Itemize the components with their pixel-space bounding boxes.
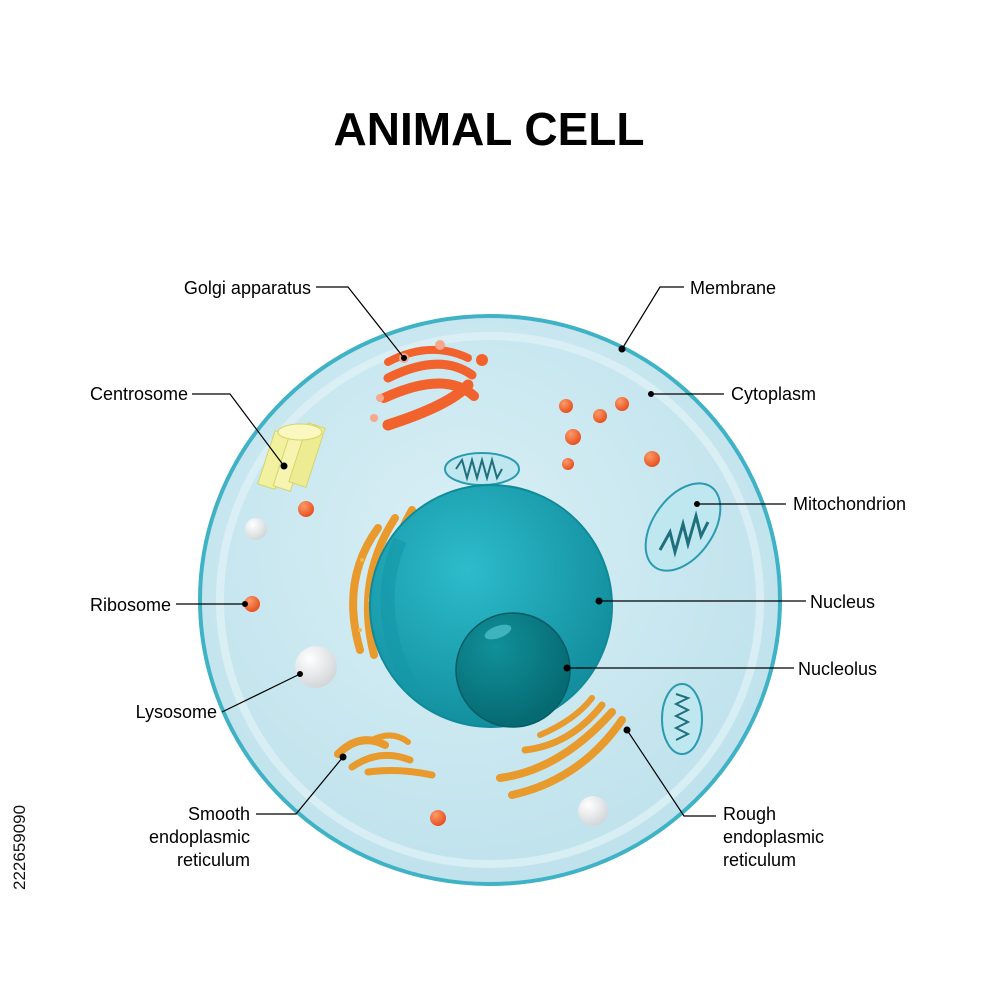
stock-id: 222659090 — [10, 805, 29, 890]
label-mitochondrion: Mitochondrion — [793, 494, 906, 514]
rough-er-right — [496, 695, 626, 799]
leader-lines — [176, 286, 806, 817]
lysosomes — [245, 518, 608, 826]
label-lysosome: Lysosome — [136, 702, 217, 722]
label-rough-er-1: Rough — [723, 804, 776, 824]
smooth-er — [334, 732, 436, 779]
label-smooth-er-1: Smooth — [188, 804, 250, 824]
mitochondrion-right — [644, 482, 722, 572]
mitochondrion-top — [444, 452, 520, 486]
nucleolus-highlight — [484, 624, 512, 640]
label-golgi: Golgi apparatus — [184, 278, 311, 298]
ribosome — [244, 596, 260, 612]
label-nucleolus: Nucleolus — [798, 659, 877, 679]
label-nucleus: Nucleus — [810, 592, 875, 612]
label-centrosome: Centrosome — [90, 384, 188, 404]
mitochondrion-lower — [661, 683, 703, 755]
nucleolus — [455, 612, 571, 728]
nuclear-envelope-shade — [380, 537, 419, 694]
label-smooth-er-2: endoplasmic — [149, 827, 250, 847]
label-cytoplasm: Cytoplasm — [731, 384, 816, 404]
label-rough-er-2: endoplasmic — [723, 827, 824, 847]
centrosome — [257, 422, 326, 492]
label-smooth-er-3: reticulum — [177, 850, 250, 870]
label-rough-er-3: reticulum — [723, 850, 796, 870]
label-ribosome: Ribosome — [90, 595, 171, 615]
label-membrane: Membrane — [690, 278, 776, 298]
cytoplasm-ribosomes — [298, 397, 660, 826]
cytoplasm-inner — [216, 332, 764, 868]
golgi-apparatus — [370, 340, 488, 431]
page-title: ANIMAL CELL — [334, 103, 645, 155]
